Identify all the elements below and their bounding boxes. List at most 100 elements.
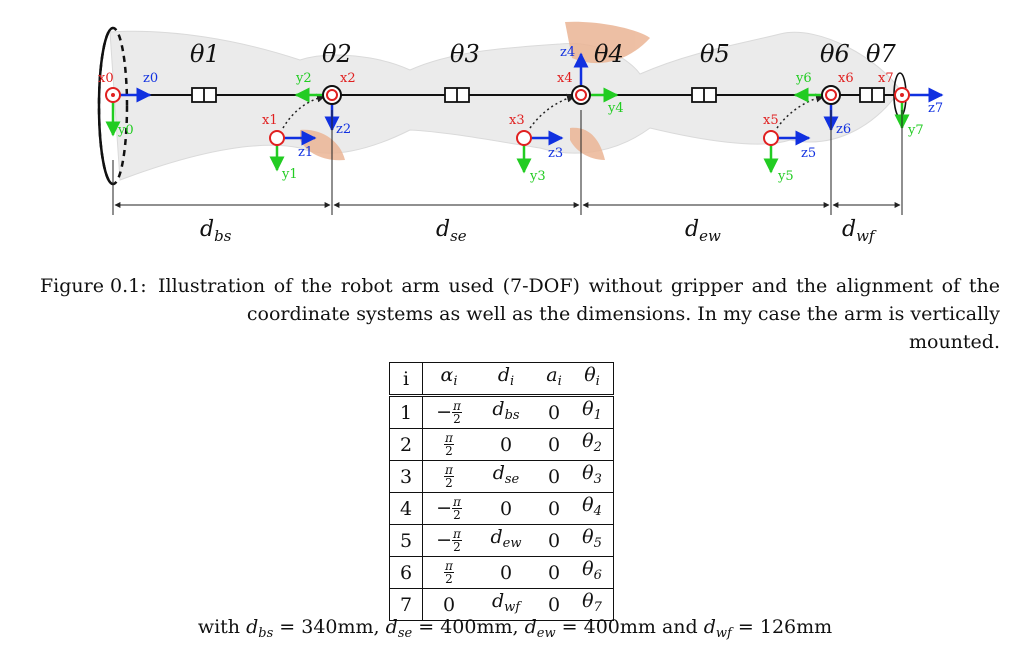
- table-cell: 3: [389, 460, 423, 493]
- table-cell: 4: [389, 492, 423, 525]
- z2-label: z2: [336, 122, 351, 137]
- frame-5: x5 z5 y5: [763, 93, 825, 184]
- theta-5-label: θ5: [700, 40, 730, 68]
- table-cell: θ1: [571, 395, 614, 429]
- z3-label: z3: [548, 146, 563, 161]
- table-cell: 0: [475, 556, 537, 589]
- table-cell: θ7: [571, 588, 614, 621]
- x5-label: x5: [763, 113, 779, 128]
- dim-dwf: dwf: [842, 217, 877, 245]
- table-cell: 0: [537, 524, 571, 557]
- z4-label: z4: [560, 45, 575, 60]
- table-cell: 0: [475, 492, 537, 525]
- frame-1: x1 z1 y1: [262, 93, 326, 182]
- x4-label: x4: [557, 71, 573, 86]
- table-cell: 0: [422, 588, 475, 621]
- table-cell: 0: [537, 556, 571, 589]
- frame-7: x7 z7 y7: [878, 71, 944, 138]
- x0-label: x0: [98, 71, 114, 86]
- with-word: with: [197, 616, 241, 638]
- dimension-labels: dbs dse dew dwf: [200, 217, 877, 245]
- y2-label: y2: [295, 71, 312, 86]
- table-cell: 0: [537, 588, 571, 621]
- dbs-value: = 340mm,: [279, 616, 380, 638]
- dim-dse: dse: [436, 217, 467, 245]
- caption-line-1: Illustration of the robot arm used (7-DO…: [158, 275, 1000, 297]
- table-cell: 0: [537, 428, 571, 461]
- z7-label: z7: [928, 101, 943, 116]
- theta-3-label: θ3: [450, 40, 480, 68]
- frame-0: x0 z0 y0: [98, 71, 158, 138]
- theta-7-label: θ7: [866, 40, 896, 68]
- dim-dew: dew: [685, 217, 721, 245]
- dimension-values: with dbs = 340mm, dse = 400mm, dew = 400…: [0, 616, 1030, 641]
- table-cell: 0: [537, 460, 571, 493]
- dew-symbol: dew: [524, 616, 556, 641]
- x6-label: x6: [838, 71, 854, 86]
- theta-2-label: θ2: [322, 40, 352, 68]
- dew-value: = 400mm: [561, 616, 656, 638]
- dwf-value: = 126mm: [737, 616, 833, 638]
- joint-blocks: [191, 87, 885, 103]
- table-cell: 5: [389, 524, 423, 557]
- table-cell: θ5: [571, 524, 614, 557]
- table-cell: 7: [389, 588, 423, 621]
- table-cell: θ6: [571, 556, 614, 589]
- z5-label: z5: [801, 146, 816, 161]
- dim-dbs: dbs: [200, 217, 232, 245]
- y5-label: y5: [777, 169, 794, 184]
- table-cell: θ4: [571, 492, 614, 525]
- table-header-cell: αi: [422, 362, 475, 397]
- and-word: and: [661, 616, 698, 638]
- table-cell: 0: [475, 428, 537, 461]
- table-cell: dew: [475, 524, 537, 557]
- z6-label: z6: [836, 122, 851, 137]
- y1-label: y1: [281, 167, 298, 182]
- table-cell: dse: [475, 460, 537, 493]
- table-cell: 2: [389, 428, 423, 461]
- arm-body: [109, 30, 901, 181]
- table-cell: 0: [537, 492, 571, 525]
- y4-label: y4: [607, 101, 624, 116]
- y3-label: y3: [529, 169, 546, 184]
- table-cell: 6: [389, 556, 423, 589]
- y0-label: y0: [117, 123, 134, 138]
- x1-label: x1: [262, 113, 278, 128]
- x2-label: x2: [340, 71, 356, 86]
- dse-value: = 400mm,: [418, 616, 519, 638]
- joint-labels: θ1 θ2 θ3 θ4 θ5 θ6 θ7: [190, 40, 896, 68]
- dimension-lines: [112, 110, 903, 215]
- theta-1-label: θ1: [190, 40, 220, 68]
- x3-label: x3: [509, 113, 525, 128]
- table-cell: 0: [537, 395, 571, 429]
- z1-label: z1: [298, 145, 313, 160]
- frame-4: z4 x4 y4: [557, 45, 624, 116]
- frame-3: x3 z3 y3: [509, 93, 576, 184]
- table-header-cell: θi: [571, 362, 614, 397]
- caption-line-2: coordinate systems as well as the dimens…: [246, 303, 1000, 353]
- y6-label: y6: [795, 71, 812, 86]
- table-header-cell: di: [475, 362, 537, 397]
- table-cell: θ2: [571, 428, 614, 461]
- table-cell: dbs: [475, 395, 537, 429]
- theta-6-label: θ6: [820, 40, 850, 68]
- dse-symbol: dse: [385, 616, 413, 641]
- dbs-symbol: dbs: [246, 616, 274, 641]
- table-cell: θ3: [571, 460, 614, 493]
- table-header-cell: ai: [537, 362, 571, 397]
- robot-arm-figure: θ1 θ2 θ3 θ4 θ5 θ6 θ7 x0 z0 y0 x1 z1 y1 y…: [97, 21, 944, 245]
